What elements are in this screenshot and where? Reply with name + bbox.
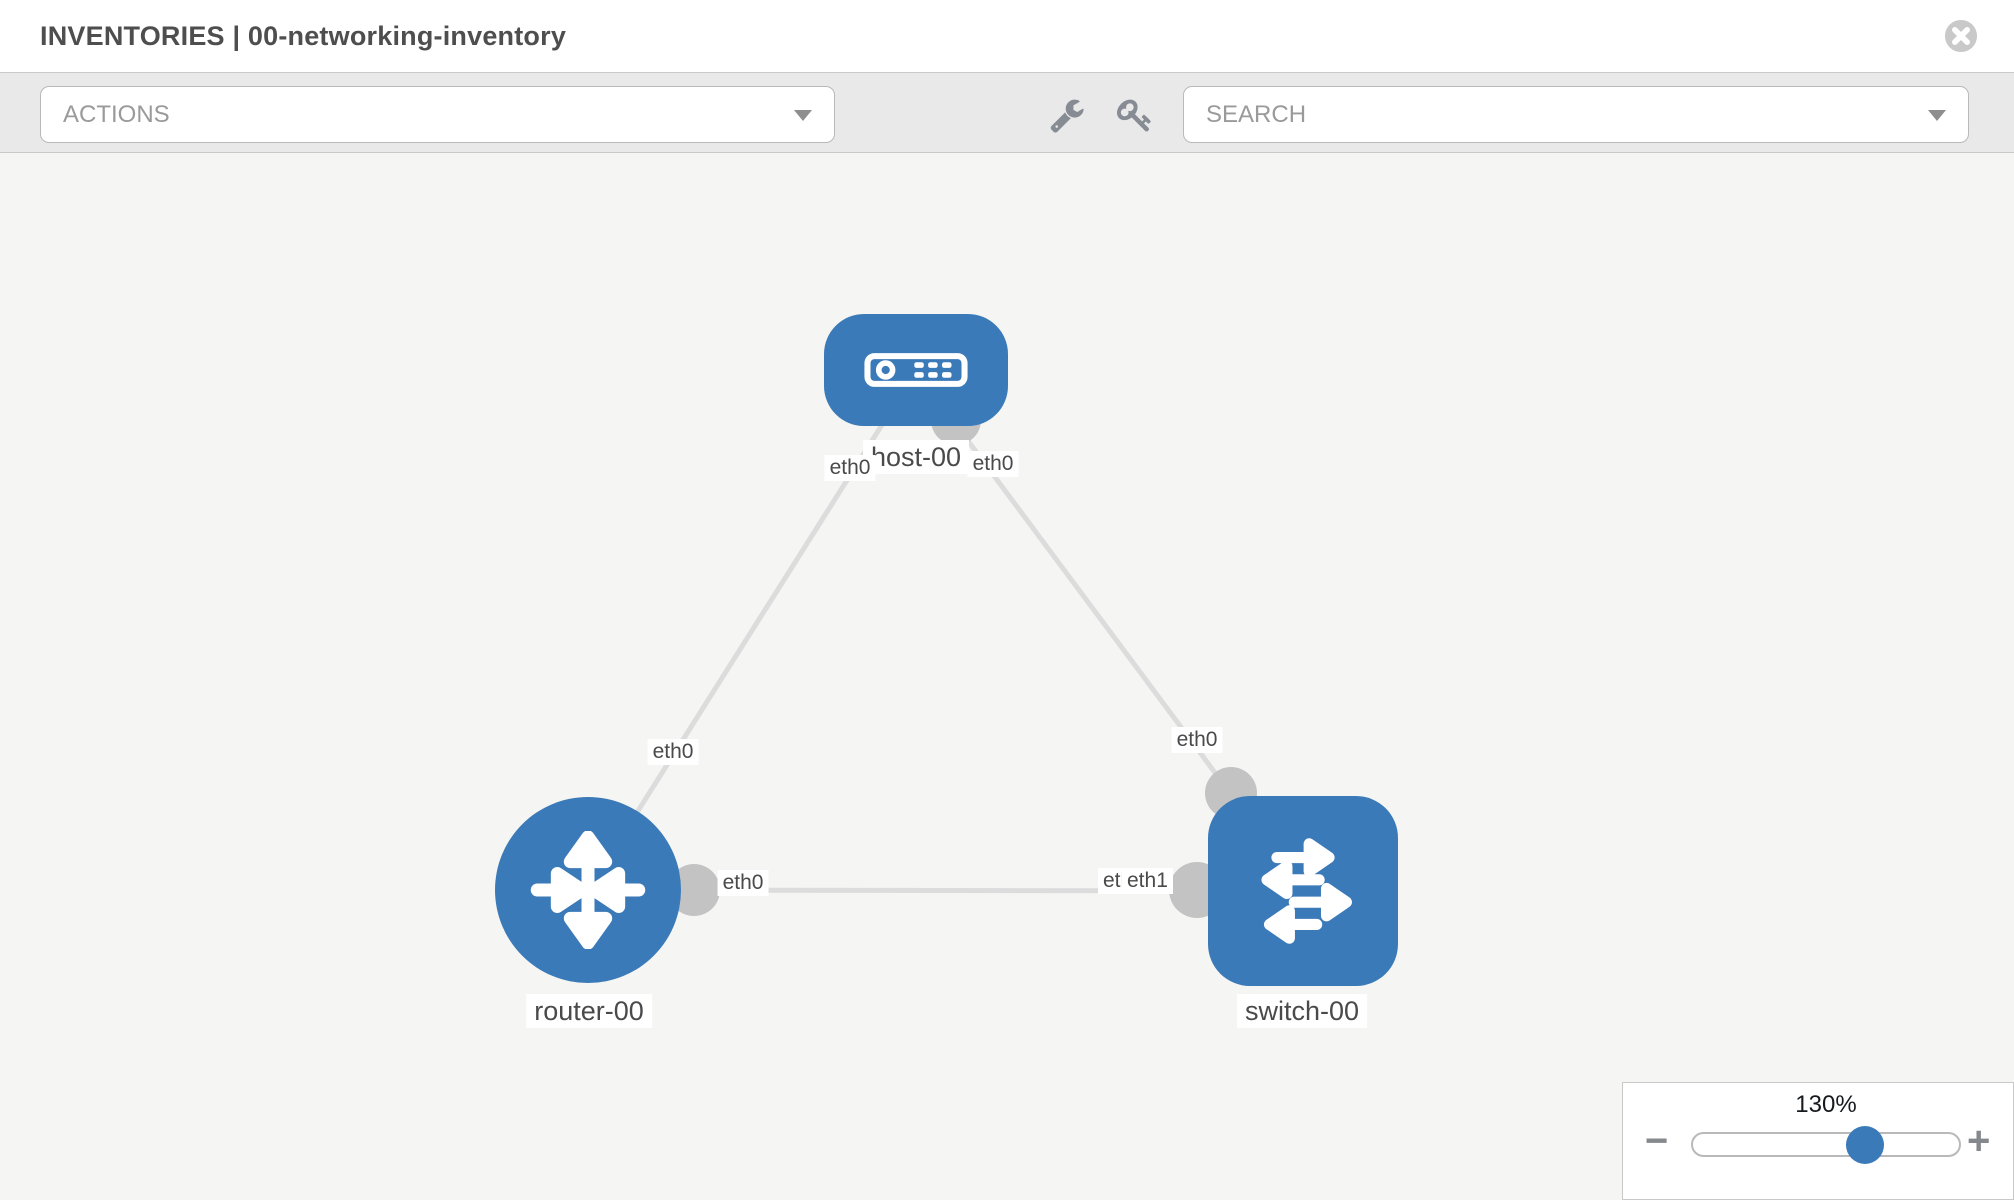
iface-label-host-to-router: eth0 [824,455,876,481]
zoom-slider-handle[interactable] [1846,1126,1884,1164]
node-label-switch[interactable]: switch-00 [1236,994,1368,1028]
node-switch-00[interactable] [1208,796,1398,986]
node-label-host[interactable]: host-00 [862,440,970,474]
page-title: INVENTORIES | 00-networking-inventory [40,20,567,51]
zoom-in-button[interactable]: + [1967,1119,1991,1163]
iface-label-switch-to-router: eth1 [1122,868,1173,894]
actions-dropdown-label: ACTIONS [63,100,170,128]
topology-canvas[interactable] [0,153,2014,1200]
chevron-down-icon [794,109,812,121]
iface-label-router-to-host: eth0 [647,739,699,765]
wrench-icon [1050,99,1084,133]
search-placeholder: SEARCH [1206,100,1307,128]
zoom-control-panel: 130% − + [1622,1082,2014,1200]
configure-tools-button[interactable] [1049,97,1085,133]
actions-dropdown[interactable]: ACTIONS [40,86,835,143]
iface-label-router-to-switch: eth0 [717,870,769,896]
node-host-00[interactable] [824,314,1008,426]
chevron-down-icon [1928,109,1946,121]
router-icon [530,831,646,949]
close-button[interactable] [1944,19,1978,53]
key-icon [1117,99,1151,132]
host-icon [864,353,968,387]
iface-label-host-to-switch: eth0 [967,451,1019,477]
node-router-00[interactable] [495,797,681,983]
credentials-button[interactable] [1117,97,1153,133]
close-icon [1944,19,1978,53]
search-dropdown[interactable]: SEARCH [1183,86,1969,143]
toolbar: ACTIONS SEARCH [0,72,2014,153]
zoom-out-button[interactable]: − [1645,1119,1669,1163]
zoom-slider-track[interactable] [1691,1132,1961,1157]
modal-header: INVENTORIES | 00-networking-inventory [0,0,2014,72]
zoom-level-value: 130% [1795,1091,1857,1118]
iface-label-switch-to-host: eth0 [1171,727,1223,753]
switch-icon [1261,838,1352,944]
node-label-router[interactable]: router-00 [526,994,652,1028]
